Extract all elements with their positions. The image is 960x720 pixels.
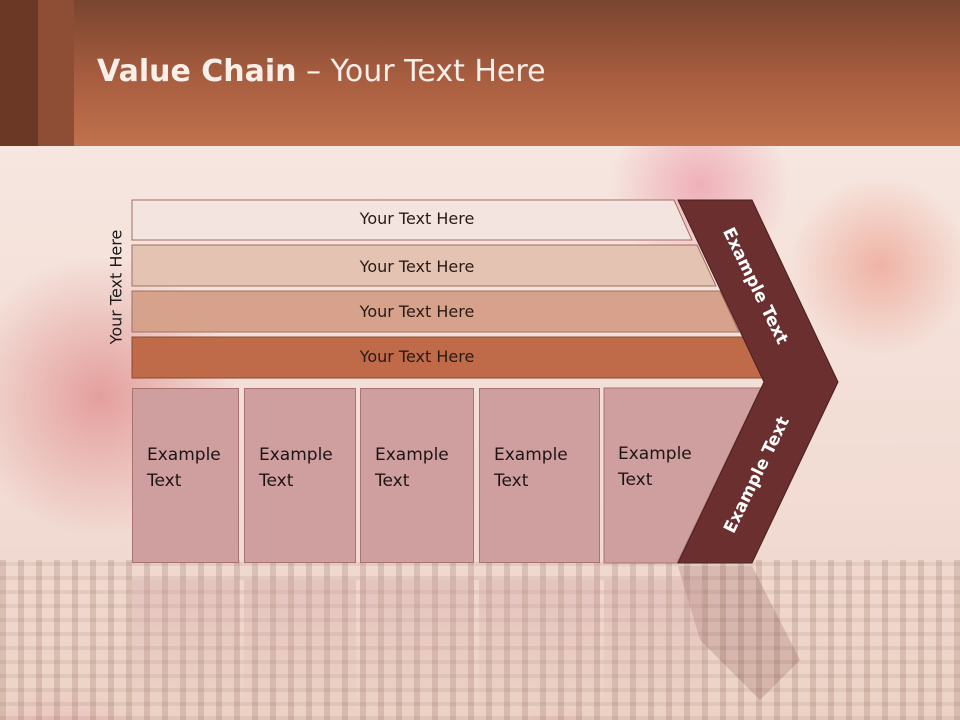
activity-box-2-line2: Text xyxy=(259,471,294,491)
bar-label-3: Your Text Here xyxy=(359,302,475,321)
slide-title-rest: – Your Text Here xyxy=(296,54,546,89)
background-mat-texture xyxy=(0,560,960,720)
activity-box-3-line2: Text xyxy=(375,471,410,491)
activity-box-5-line2: Text xyxy=(618,470,653,490)
chevron-arrow xyxy=(677,199,839,564)
box-5-shape xyxy=(603,387,762,564)
chevron-arrow-reflection xyxy=(678,566,800,700)
slide-title: Value Chain – Your Text Here xyxy=(97,54,546,89)
vertical-axis-label-text: Your Text Here xyxy=(106,229,126,345)
title-bar-accent-dark xyxy=(0,0,38,146)
activity-box-4-line1: Example xyxy=(494,445,568,465)
reflection-box-1 xyxy=(132,580,239,720)
activity-box-1-line2: Text xyxy=(147,471,182,491)
bar-shape-1 xyxy=(131,199,693,241)
bar-shape-3 xyxy=(131,290,740,333)
bar-shape-2 xyxy=(131,244,717,287)
slide-title-bold: Value Chain xyxy=(97,54,297,89)
activity-box-5-line1: Example xyxy=(618,444,692,464)
activity-box-1-line1: Example xyxy=(147,445,221,465)
reflection-box-3 xyxy=(360,580,474,720)
diagram-reflection xyxy=(132,566,842,720)
reflection-box-4 xyxy=(479,580,600,720)
activity-box-4-line2: Text xyxy=(494,471,529,491)
bar-label-2: Your Text Here xyxy=(359,257,475,276)
reflection-box-2 xyxy=(244,580,356,720)
title-bar-accent-mid xyxy=(38,0,74,146)
title-bar: Value Chain – Your Text Here xyxy=(0,0,960,146)
bar-label-4: Your Text Here xyxy=(359,347,475,366)
activity-box-2-line1: Example xyxy=(259,445,333,465)
activity-box-3-line1: Example xyxy=(375,445,449,465)
bar-label-1: Your Text Here xyxy=(359,209,475,228)
reflection-box-5 xyxy=(604,580,704,720)
